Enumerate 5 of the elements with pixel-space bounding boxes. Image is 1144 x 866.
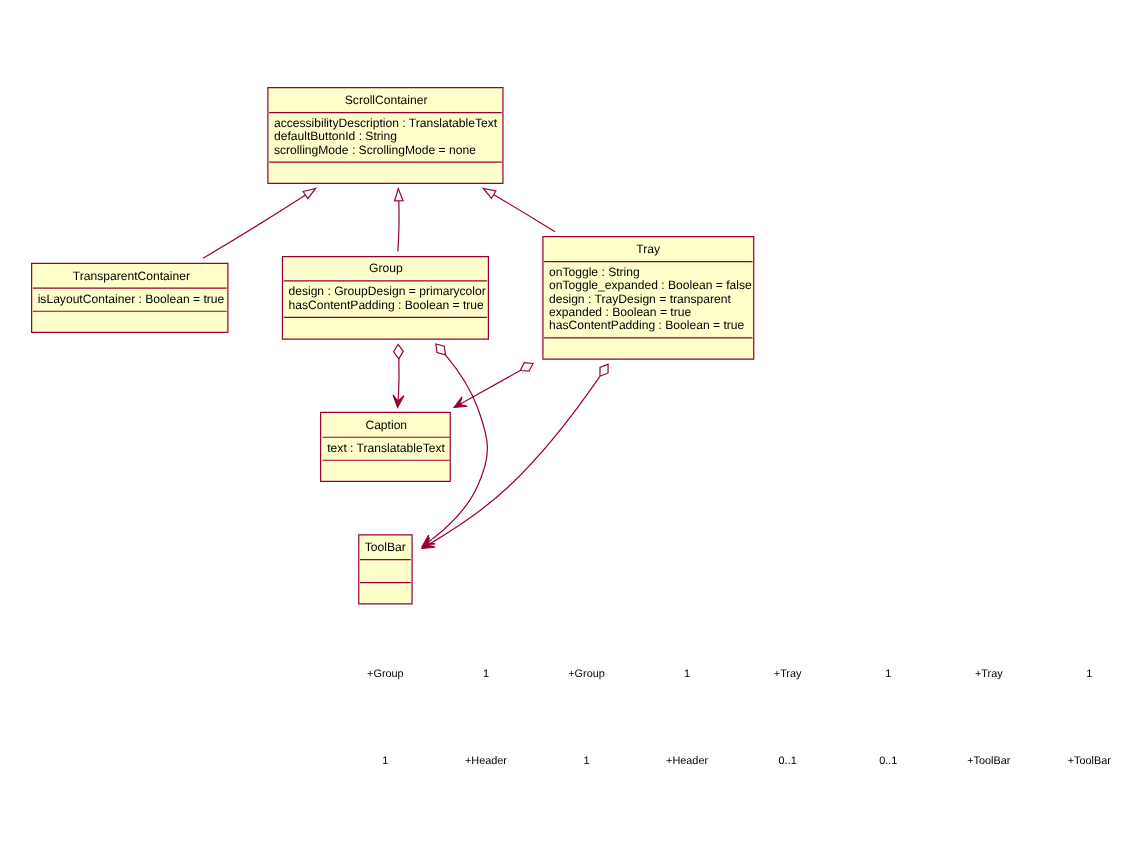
arrow [453,362,534,408]
arrow [393,186,404,253]
arrow [202,187,318,259]
arrow [392,343,405,408]
arrow [481,187,556,233]
